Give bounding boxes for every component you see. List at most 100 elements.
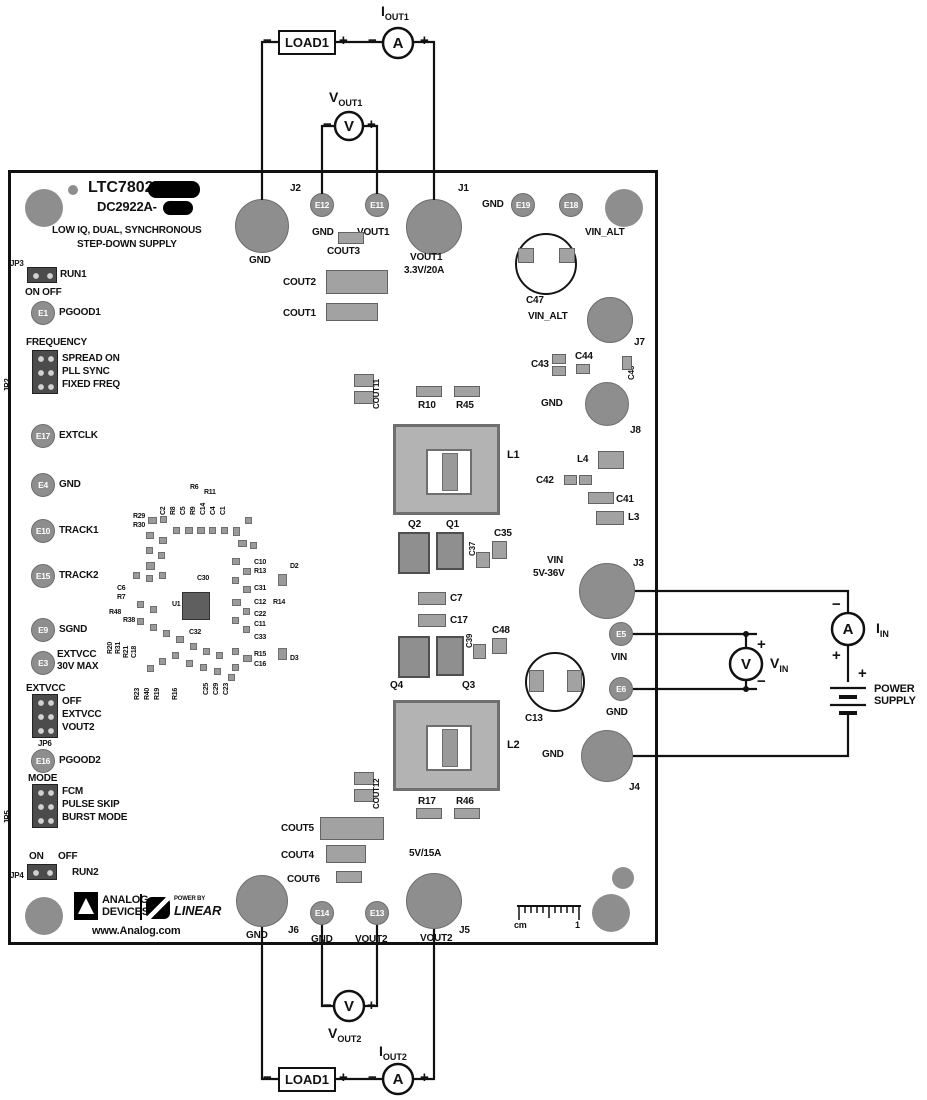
- pad-j3-label1: VIN: [547, 555, 564, 566]
- cluster-c5: C5: [180, 506, 187, 515]
- jp2-option-spread-on: SPREAD ON: [62, 353, 120, 364]
- fet-q1-refdes: Q1: [446, 519, 459, 530]
- part-number: LTC7802: [88, 179, 154, 196]
- cap-cout12-part: [354, 772, 374, 785]
- cap-cout2-part: [326, 270, 388, 294]
- cluster-part: [176, 636, 184, 643]
- pad-j5-label1: 5V/15A: [409, 848, 442, 859]
- cap-c35-refdes: C35: [494, 528, 512, 539]
- mounting-hole: [605, 189, 643, 227]
- cluster-part: [173, 527, 180, 534]
- pad-j2-label: GND: [249, 255, 271, 266]
- cluster-r13: R13: [254, 568, 266, 575]
- iin-sym: I: [876, 620, 880, 636]
- cluster-part: [243, 608, 250, 615]
- pad-j3-refdes: J3: [633, 558, 644, 569]
- linear-label: LINEAR: [174, 903, 222, 918]
- board-desc-line1: LOW IQ, DUAL, SYNCHRONOUS: [52, 225, 202, 236]
- cap-c43-part: [552, 354, 566, 364]
- pad-j1-label2: 3.3V/20A: [404, 265, 445, 276]
- cluster-part: [232, 664, 239, 671]
- cluster-part: [238, 540, 247, 547]
- polarity-minus: −: [368, 1069, 377, 1086]
- cluster-part: [146, 547, 153, 554]
- cluster-r8: R8: [170, 506, 177, 515]
- pad-j5-refdes: J5: [459, 925, 470, 936]
- cluster-c16: C16: [254, 661, 266, 668]
- fet-q2-part: [398, 532, 430, 574]
- testpoint-e6: E6: [609, 677, 633, 701]
- pad-j5-label2: VOUT2: [420, 933, 453, 944]
- cluster-r20: R20: [107, 642, 114, 654]
- cluster-part: [250, 542, 257, 549]
- testpoint-e12: E12: [310, 193, 334, 217]
- jp6-jumper: [32, 694, 58, 738]
- testpoint-e3-label1: EXTVCC: [57, 649, 97, 660]
- cluster-c23: C23: [223, 683, 230, 695]
- jp2-option-fixed-freq: FIXED FREQ: [62, 379, 121, 390]
- testpoint-e15-label: TRACK2: [59, 570, 99, 581]
- cluster-part: [146, 532, 154, 539]
- cluster-part: [232, 558, 240, 565]
- testpoint-e4-label: GND: [59, 479, 81, 490]
- cap-cout4-part: [326, 845, 366, 863]
- cluster-part: [216, 652, 223, 659]
- pad-j7: [587, 297, 633, 343]
- cluster-part: [232, 599, 241, 606]
- cluster-part: [185, 527, 193, 534]
- cap-c47-pad: [559, 248, 575, 263]
- testpoint-e3-label2: 30V MAX: [57, 661, 99, 672]
- cluster-c18: C18: [131, 646, 138, 658]
- cluster-c30: C30: [197, 575, 209, 582]
- pad-j7-refdes: J7: [634, 337, 645, 348]
- ind-l1-core: [442, 453, 458, 491]
- cluster-part: [190, 643, 197, 650]
- cluster-c6: C6: [117, 585, 126, 592]
- ind-l1-refdes: L1: [507, 449, 520, 461]
- cluster-r7: R7: [117, 594, 126, 601]
- pad-j1-label1: VOUT1: [410, 252, 443, 263]
- cluster-part: [232, 648, 239, 655]
- vout1-sym: V: [329, 89, 339, 105]
- ic-u1-part: [182, 592, 210, 620]
- cluster-part: [243, 655, 252, 662]
- pad-j1: [406, 199, 462, 255]
- jp3-states-label: ON OFF: [25, 287, 62, 298]
- testpoint-e10: E10: [31, 519, 55, 543]
- battery-plus: +: [858, 665, 867, 682]
- cluster-part: [278, 648, 287, 660]
- iin-label: IIN: [876, 621, 889, 639]
- load1-top-box: LOAD1: [278, 30, 336, 55]
- cluster-part: [148, 517, 157, 524]
- iout1-sym: I: [381, 3, 385, 19]
- cluster-c4: C4: [210, 506, 217, 515]
- mounting-hole-small: [612, 867, 634, 889]
- testpoint-e10-label: TRACK1: [59, 525, 99, 536]
- fet-q3-refdes: Q3: [462, 680, 475, 691]
- testpoint-e19-label: GND: [482, 199, 504, 210]
- cap-c47-refdes: C47: [526, 295, 544, 306]
- cluster-c33: C33: [254, 634, 266, 641]
- mounting-hole: [25, 897, 63, 935]
- cluster-r30: R30: [133, 522, 145, 529]
- testpoint-e3: E3: [31, 651, 55, 675]
- testpoint-e12-label: GND: [312, 227, 334, 238]
- cap-cout12-part: [354, 789, 374, 802]
- ind-l4-refdes: L4: [577, 454, 589, 465]
- cap-c17-refdes: C17: [450, 615, 468, 626]
- polarity-plus: +: [832, 647, 841, 664]
- cluster-part: [133, 572, 140, 579]
- pad-j5: [406, 873, 462, 929]
- cluster-part: [197, 527, 205, 534]
- polarity-minus: −: [368, 32, 377, 49]
- pad-j8-refdes: J8: [630, 425, 641, 436]
- cluster-c2: C2: [160, 506, 167, 515]
- cluster-r21: R21: [123, 646, 130, 658]
- testpoint-e18: E18: [559, 193, 583, 217]
- cluster-c12: C12: [254, 599, 266, 606]
- cluster-r38: R38: [123, 617, 135, 624]
- fet-q3-part: [436, 636, 464, 676]
- cap-c46-part: [622, 356, 632, 370]
- res-r46-refdes: R46: [456, 796, 474, 807]
